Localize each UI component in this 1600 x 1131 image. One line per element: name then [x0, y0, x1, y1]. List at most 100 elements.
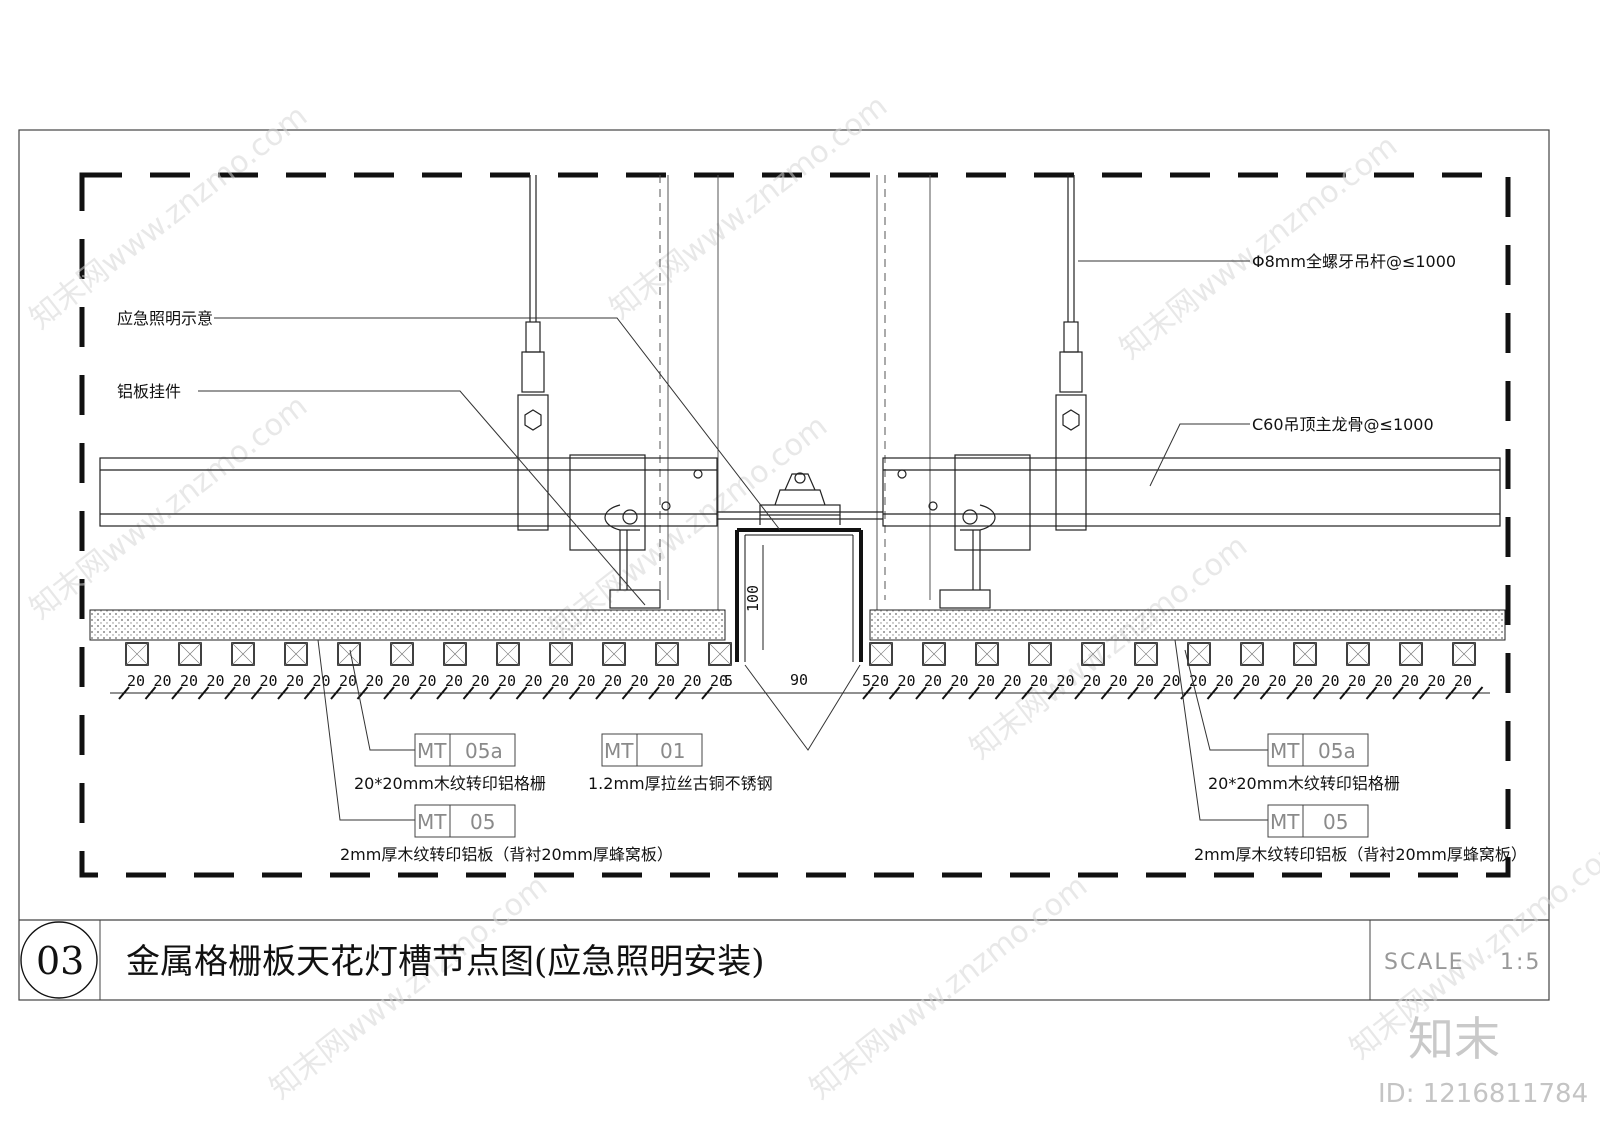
grille-square — [1452, 642, 1476, 666]
dimension-tick — [1445, 686, 1457, 700]
dimension-tick — [1365, 686, 1378, 700]
dimension-label-pitch: 20 — [657, 672, 675, 690]
detail-number-bubble — [20, 921, 98, 999]
dimension-label-pitch: 20 — [498, 672, 516, 690]
grille-square-cross — [1028, 642, 1052, 666]
watermark-text: 知末网www.znzmo.com — [1113, 128, 1404, 366]
dimension-label-pitch: 20 — [1242, 672, 1260, 690]
grille-square-cross — [178, 642, 202, 666]
dimension-label-pitch: 20 — [1216, 672, 1234, 690]
dimension-label-pitch: 20 — [1454, 672, 1472, 690]
grille-square-cross — [1187, 642, 1211, 666]
dimension-label-pitch: 20 — [366, 672, 384, 690]
grille-square-cross — [125, 642, 149, 666]
dimension-label-pitch: 20 — [233, 672, 251, 690]
leader-lines — [198, 260, 1268, 821]
grille-square — [602, 642, 626, 666]
dimension-label-pitch: 20 — [710, 672, 728, 690]
dimension-tick — [436, 686, 448, 700]
light-slot — [735, 528, 863, 662]
grille-square — [443, 642, 467, 666]
dimension-tick — [1339, 686, 1351, 700]
grille-square — [1134, 642, 1158, 666]
scale-label: SCALE — [1384, 950, 1465, 975]
dim-slot-width: 90 — [790, 671, 808, 689]
grille-square — [1187, 642, 1211, 666]
grille-square — [1081, 642, 1105, 666]
label-panel-hanger: 铝板挂件 — [117, 382, 181, 401]
dimension-tick — [144, 686, 157, 700]
image-id: ID: 1216811784 — [1378, 1079, 1588, 1109]
grille-square — [655, 642, 679, 666]
watermark-text: 知末网www.znzmo.com — [23, 388, 314, 626]
dimension-label-pitch: 20 — [1110, 672, 1128, 690]
grille-square-cross — [390, 642, 414, 666]
dimension-label-pitch: 20 — [578, 672, 596, 690]
dimension-tick — [1074, 686, 1086, 700]
grille-square-cross — [975, 642, 999, 666]
grille-square — [231, 642, 255, 666]
svg-text:01: 01 — [660, 739, 685, 763]
svg-text:MT: MT — [1270, 810, 1300, 834]
grille-square — [178, 642, 202, 666]
dimension-tick — [941, 686, 954, 700]
dimension-label-pitch: 20 — [898, 672, 916, 690]
dimension-tick — [1047, 686, 1060, 700]
grille-square-cross — [869, 642, 893, 666]
dimension-labels: 20 20 20 20 20 20 20 20 20 20 20 20 20 20 20 20 20 20 20 20… — [127, 672, 1472, 690]
dimension-tick — [862, 686, 874, 700]
grille-square — [708, 642, 732, 666]
dimension-tick — [994, 686, 1007, 700]
dimension-label-pitch: 20 — [1348, 672, 1366, 690]
material-tag-mt05a-left: MT 05a — [414, 733, 516, 767]
grille-square — [869, 642, 893, 666]
grille-square — [337, 642, 361, 666]
honeycomb-panel-right — [869, 609, 1506, 641]
grille-square — [1240, 642, 1264, 666]
dimension-label-pitch: 20 — [154, 672, 172, 690]
material-tag-mt05-right: MT 05 — [1267, 804, 1369, 838]
dimension-tick — [224, 686, 236, 700]
grille-square — [1346, 642, 1370, 666]
emergency-light-fixture — [759, 472, 841, 525]
dimension-tick — [1153, 686, 1166, 700]
sheet-frame — [18, 129, 1550, 1001]
dimension-label-pitch: 20 — [1295, 672, 1313, 690]
dimension-tick — [595, 686, 607, 700]
dimension-label-pitch: 20 — [392, 672, 410, 690]
grille-square-cross — [443, 642, 467, 666]
dimension-label-pitch: 20 — [313, 672, 331, 690]
label-stainless: 1.2mm厚拉丝古铜不锈钢 — [588, 774, 773, 793]
dimension-tick — [303, 686, 316, 700]
dimension-tick — [489, 686, 501, 700]
dimension-tick — [1392, 686, 1404, 700]
dimension-label-pitch: 20 — [1269, 672, 1287, 690]
detail-title: 金属格栅板天花灯槽节点图(应急照明安装) — [126, 942, 765, 982]
dimension-label-pitch: 20 — [951, 672, 969, 690]
grille-square-cross — [1081, 642, 1105, 666]
grille-square-cross — [231, 642, 255, 666]
label-grille-left: 20*20mm木纹转印铝格栅 — [354, 774, 546, 793]
svg-text:MT: MT — [417, 810, 447, 834]
watermark-text: 知末网www.znzmo.com — [803, 868, 1094, 1106]
dimension-tick — [1233, 686, 1245, 700]
dimension-tick — [171, 686, 183, 700]
dimension-tick — [542, 686, 554, 700]
dimension-label-pitch: 20 — [472, 672, 490, 690]
svg-text:05: 05 — [1323, 810, 1348, 834]
grille-square — [975, 642, 999, 666]
scale-value: 1:5 — [1500, 950, 1541, 975]
grille-square-cross — [549, 642, 573, 666]
grille-row — [125, 642, 1476, 666]
dimension-tick — [1286, 686, 1298, 700]
dimension-tick — [1206, 686, 1219, 700]
dimension-label-pitch: 20 — [1030, 672, 1048, 690]
grille-square — [922, 642, 946, 666]
dimension-tick — [1259, 686, 1272, 700]
svg-text:MT: MT — [417, 739, 447, 763]
label-threaded-rod: Φ8mm全螺牙吊杆@≤1000 — [1252, 252, 1456, 271]
dimension-tick — [648, 686, 660, 700]
dimension-label-pitch: 20 — [1322, 672, 1340, 690]
dimension-label-pitch: 20 — [604, 672, 622, 690]
svg-text:MT: MT — [1270, 739, 1300, 763]
